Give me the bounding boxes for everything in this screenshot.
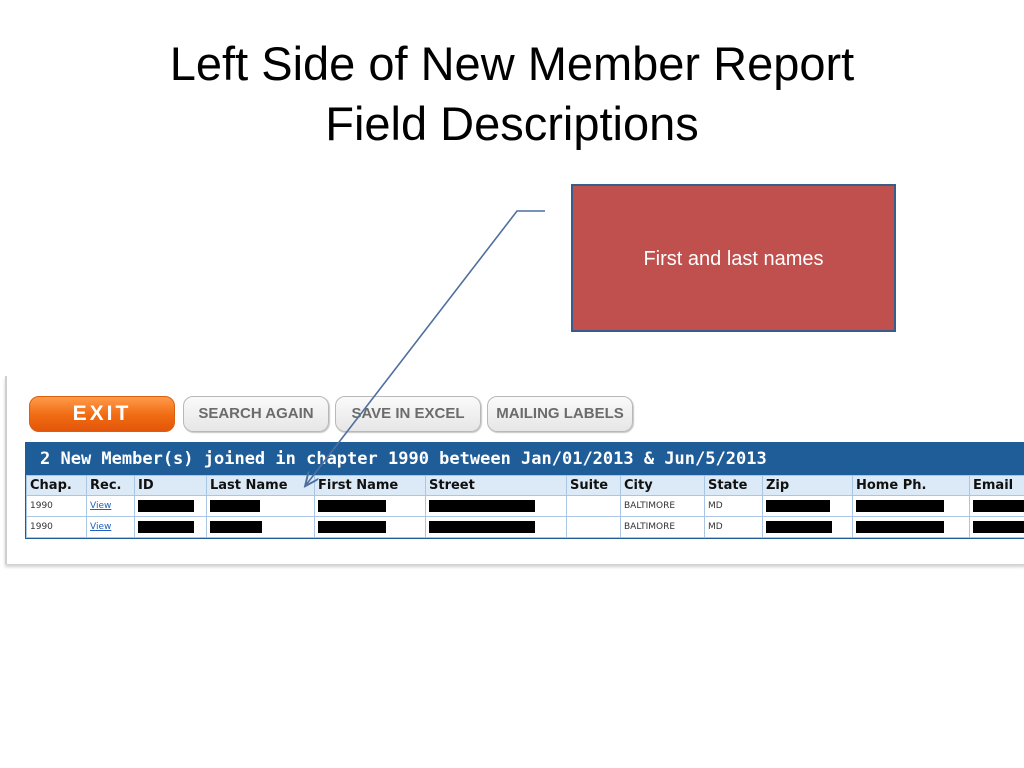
cell-home-phone xyxy=(852,495,970,517)
results-header: 2 New Member(s) joined in chapter 1990 b… xyxy=(26,443,1024,475)
slide-title-line1: Left Side of New Member Report xyxy=(169,37,855,90)
mailing-labels-button[interactable]: MAILING LABELS xyxy=(487,396,633,432)
col-city[interactable]: City xyxy=(620,475,705,496)
redaction-bar xyxy=(973,500,1024,512)
cell-chap: 1990 xyxy=(26,495,87,517)
cell-id xyxy=(134,516,207,538)
redaction-bar xyxy=(429,521,535,533)
redaction-bar xyxy=(429,500,535,512)
cell-city: BALTIMORE xyxy=(620,495,705,517)
col-street[interactable]: Street xyxy=(425,475,567,496)
cell-home-phone xyxy=(852,516,970,538)
redaction-bar xyxy=(766,521,832,533)
col-zip[interactable]: Zip xyxy=(762,475,853,496)
col-home-phone[interactable]: Home Ph. xyxy=(852,475,970,496)
view-record-link[interactable]: View xyxy=(90,522,112,532)
save-in-excel-button[interactable]: SAVE IN EXCEL xyxy=(335,396,481,432)
redaction-bar xyxy=(766,500,830,512)
slide-title: Left Side of New Member Report Field Des… xyxy=(0,34,1024,154)
redaction-bar xyxy=(138,521,194,533)
redaction-bar xyxy=(210,521,262,533)
slide-title-line2: Field Descriptions xyxy=(325,97,699,150)
callout-text: First and last names xyxy=(643,248,824,270)
view-record-link[interactable]: View xyxy=(90,501,112,511)
col-state[interactable]: State xyxy=(704,475,763,496)
cell-suite xyxy=(566,495,621,517)
col-id[interactable]: ID xyxy=(134,475,207,496)
results-panel: 2 New Member(s) joined in chapter 1990 b… xyxy=(25,442,1024,539)
redaction-bar xyxy=(856,521,944,533)
redaction-bar xyxy=(138,500,194,512)
col-suite[interactable]: Suite xyxy=(566,475,621,496)
cell-street xyxy=(425,516,567,538)
cell-rec: View xyxy=(86,495,135,517)
table-header-row: Chap. Rec. ID Last Name First Name Stree… xyxy=(26,475,1024,496)
cell-city: BALTIMORE xyxy=(620,516,705,538)
redaction-bar xyxy=(856,500,944,512)
cell-rec: View xyxy=(86,516,135,538)
cell-chap: 1990 xyxy=(26,516,87,538)
col-chap[interactable]: Chap. xyxy=(26,475,87,496)
callout-box: First and last names xyxy=(571,184,896,332)
cell-email xyxy=(969,495,1024,517)
search-again-button[interactable]: SEARCH AGAIN xyxy=(183,396,329,432)
redaction-bar xyxy=(973,521,1024,533)
members-table: Chap. Rec. ID Last Name First Name Stree… xyxy=(26,475,1024,538)
cell-state: MD xyxy=(704,516,763,538)
cell-zip xyxy=(762,516,853,538)
cell-suite xyxy=(566,516,621,538)
col-first-name[interactable]: First Name xyxy=(314,475,426,496)
cell-street xyxy=(425,495,567,517)
exit-button[interactable]: EXIT xyxy=(29,396,175,432)
cell-last-name xyxy=(206,495,315,517)
table-row: 1990 View BALTIMORE MD xyxy=(26,516,1024,538)
cell-email xyxy=(969,516,1024,538)
redaction-bar xyxy=(318,500,386,512)
col-email[interactable]: Email xyxy=(969,475,1024,496)
cell-first-name xyxy=(314,495,426,517)
cell-zip xyxy=(762,495,853,517)
cell-first-name xyxy=(314,516,426,538)
cell-id xyxy=(134,495,207,517)
cell-state: MD xyxy=(704,495,763,517)
col-last-name[interactable]: Last Name xyxy=(206,475,315,496)
cell-last-name xyxy=(206,516,315,538)
col-rec[interactable]: Rec. xyxy=(86,475,135,496)
report-screenshot: EXIT SEARCH AGAIN SAVE IN EXCEL MAILING … xyxy=(5,376,1024,564)
table-row: 1990 View BALTIMORE MD xyxy=(26,495,1024,517)
redaction-bar xyxy=(318,521,386,533)
redaction-bar xyxy=(210,500,260,512)
